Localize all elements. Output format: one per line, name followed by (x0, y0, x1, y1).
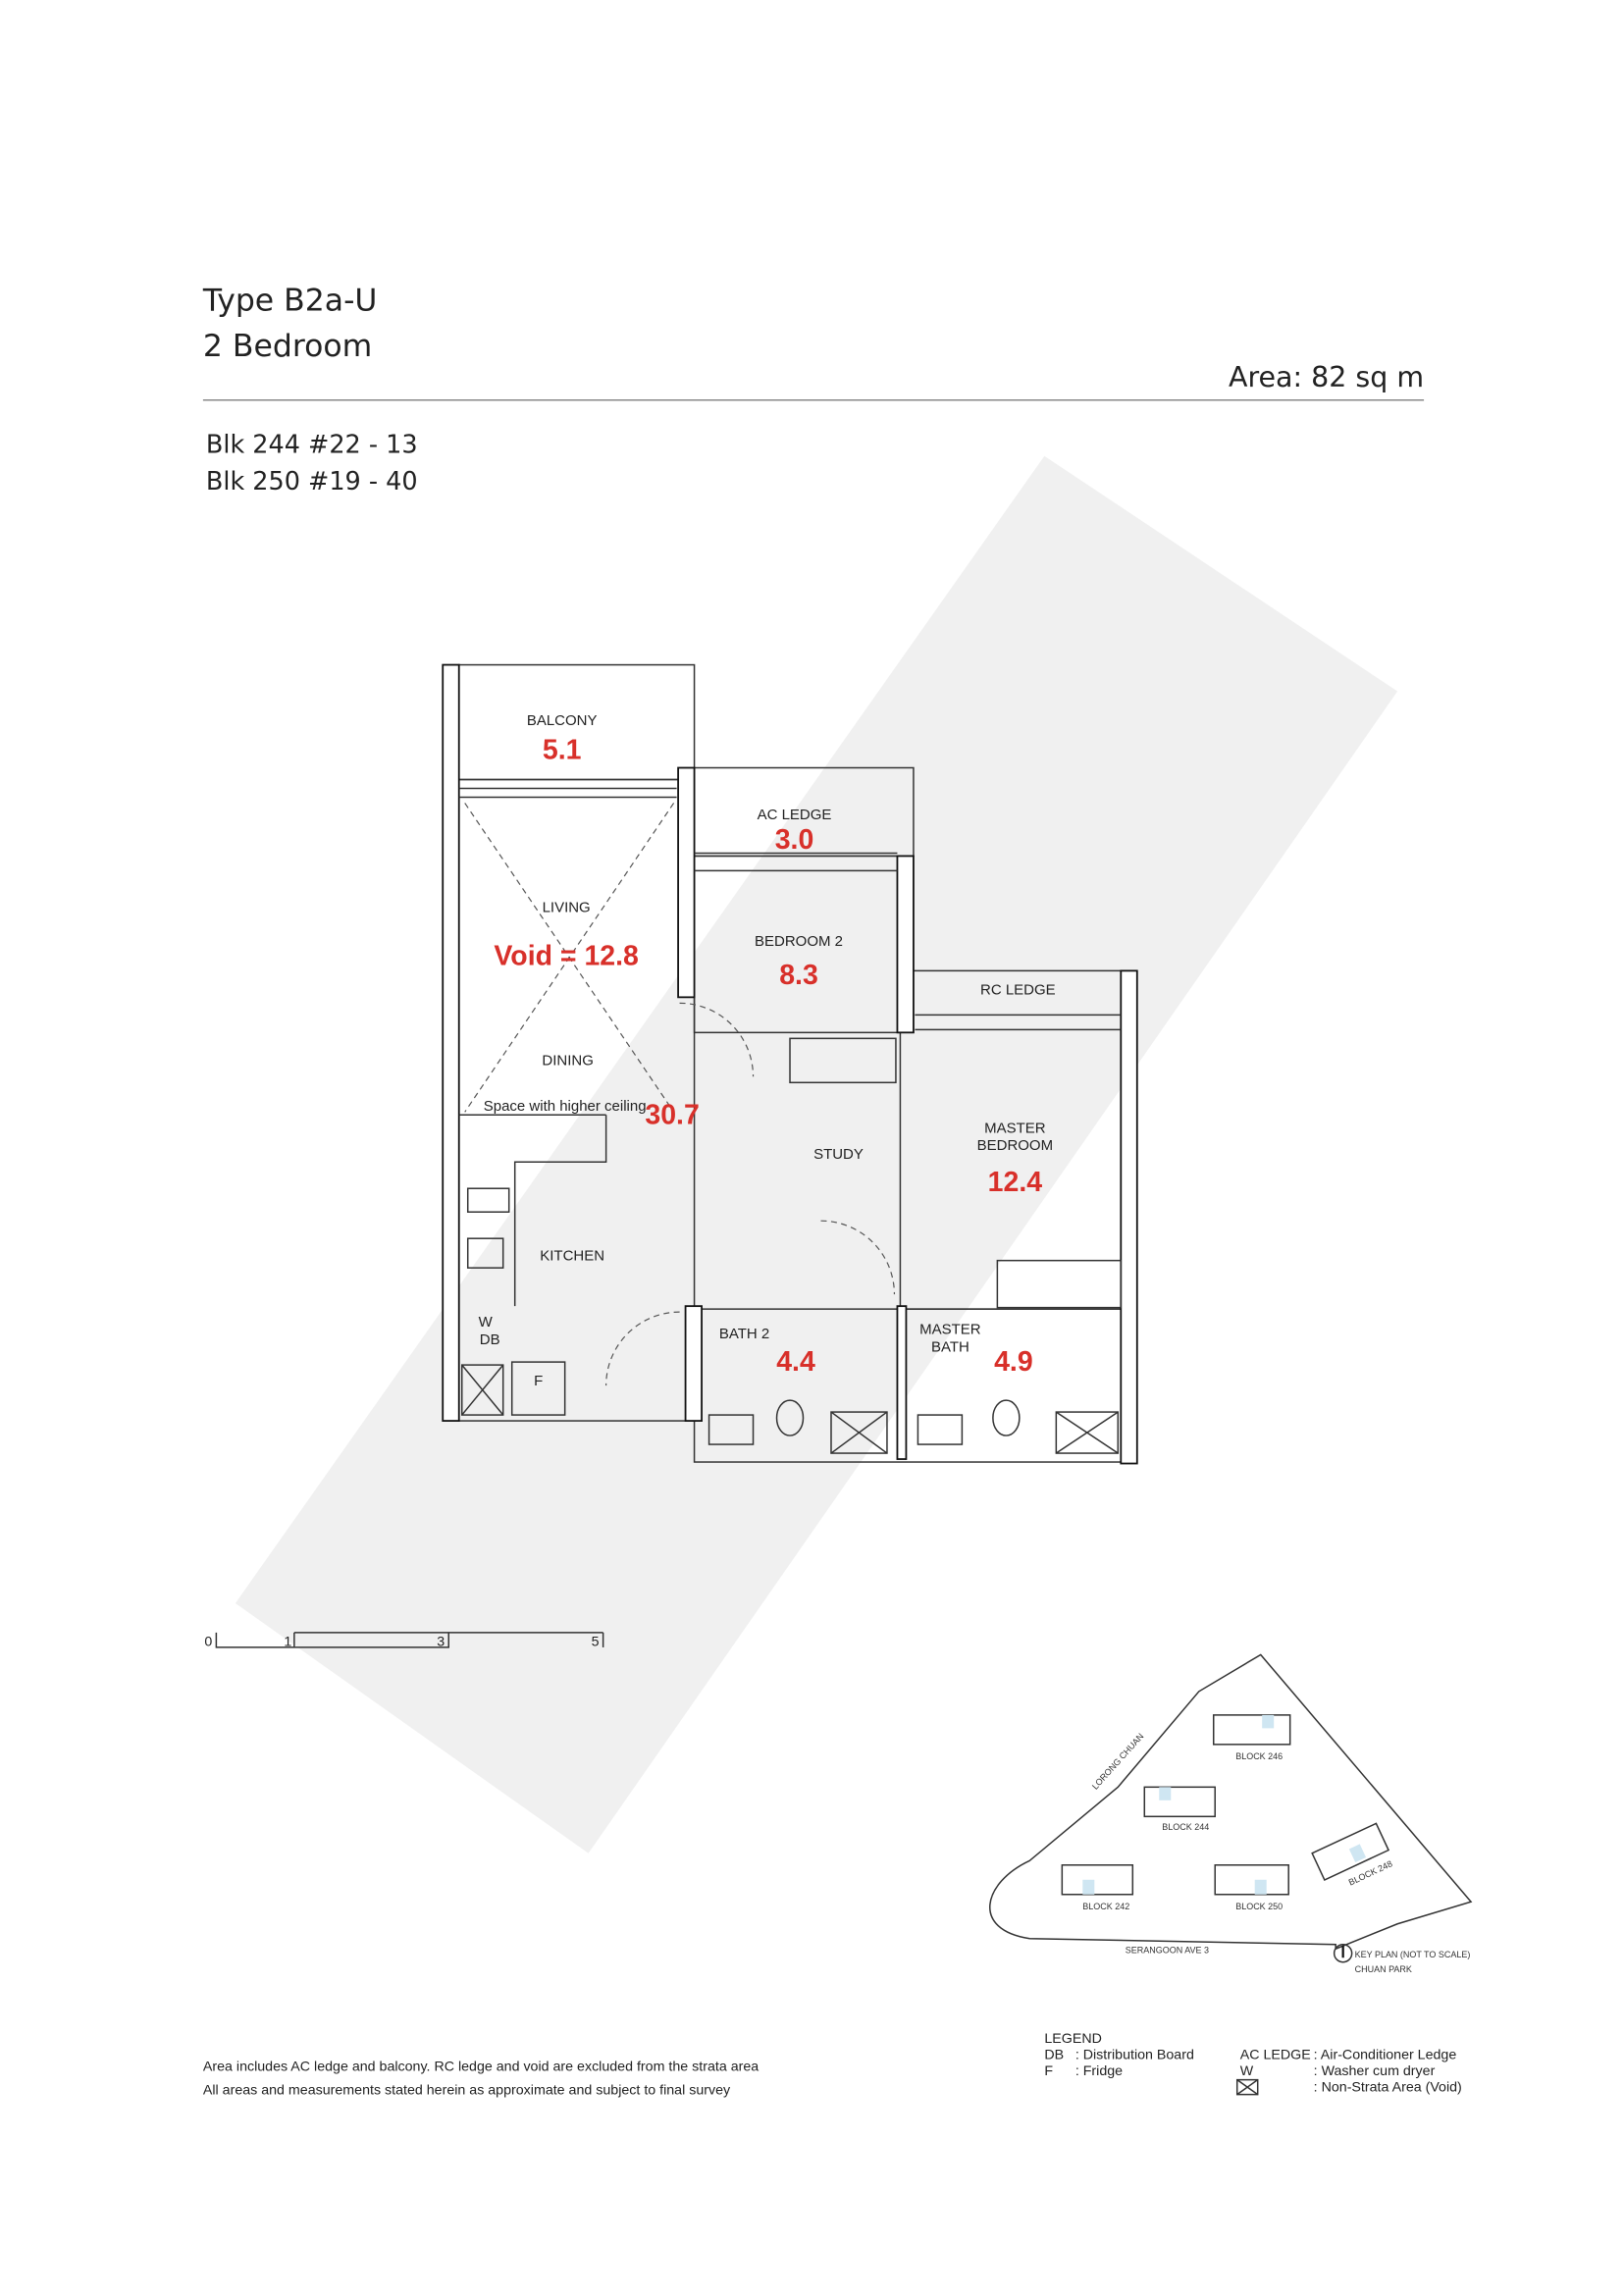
watermark (235, 455, 1398, 1853)
room-area-master-bedroom: 12.4 (988, 1167, 1043, 1198)
block-label: BLOCK 244 (1162, 1822, 1209, 1832)
block-label: BLOCK 246 (1235, 1751, 1283, 1761)
room-label-master-bath: MASTER (919, 1322, 981, 1338)
legend-key: AC LEDGE (1240, 2048, 1311, 2063)
key-plan-title: KEY PLAN (NOT TO SCALE) (1355, 1950, 1471, 1959)
room-area-living-dining: 30.7 (645, 1099, 699, 1130)
key-plan: LORONG CHUAN SERANGOON AVE 3 BLOCK 246 B… (989, 1653, 1473, 1974)
legend-key: W (1240, 2063, 1254, 2079)
room-area-bedroom-2: 8.3 (779, 960, 818, 991)
room-label-master-bedroom: BEDROOM (977, 1137, 1053, 1154)
unit-number: Blk 244 #22 - 13 (206, 431, 418, 460)
room-label-master-bath: BATH (931, 1339, 969, 1356)
scale-bar: 0 1 3 5 (204, 1632, 604, 1649)
room-label-dining: DINING (542, 1052, 593, 1069)
legend-desc: : Non-Strata Area (Void) (1314, 2080, 1462, 2096)
unit-type: Type B2a-U (202, 283, 378, 318)
scale-label: 3 (437, 1634, 445, 1649)
room-label-ac-ledge: AC LEDGE (758, 807, 832, 823)
note-approximate: All areas and measurements stated herein… (203, 2083, 731, 2099)
scale-label: 5 (592, 1634, 600, 1649)
legend-title: LEGEND (1044, 2031, 1102, 2047)
legend: LEGEND DB : Distribution Board F : Fridg… (1044, 2031, 1461, 2095)
room-area-ac-ledge: 3.0 (775, 824, 814, 856)
void-area: Void = 12.8 (494, 940, 638, 971)
room-label-rc-ledge: RC LEDGE (980, 981, 1056, 998)
unit-number: Blk 250 #19 - 40 (206, 467, 418, 496)
block-label: BLOCK 250 (1235, 1902, 1283, 1911)
room-label-kitchen: KITCHEN (540, 1248, 604, 1265)
washer-label: W (479, 1314, 494, 1331)
road-label: LORONG CHUAN (1090, 1731, 1146, 1791)
block-label: BLOCK 248 (1347, 1858, 1394, 1887)
bedroom-count: 2 Bedroom (203, 329, 372, 364)
room-label-living: LIVING (543, 899, 591, 915)
room-label-study: STUDY (813, 1146, 864, 1163)
non-strata-void-icon (1235, 2078, 1259, 2096)
legend-key: F (1044, 2063, 1053, 2079)
fridge-label: F (534, 1373, 543, 1389)
higher-ceiling-note: Space with higher ceiling (484, 1098, 647, 1115)
legend-desc: : Washer cum dryer (1314, 2063, 1436, 2079)
block-label: BLOCK 242 (1082, 1902, 1129, 1911)
legend-desc: : Air-Conditioner Ledge (1314, 2048, 1457, 2063)
floor-plan (442, 663, 1138, 1465)
room-area-balcony: 5.1 (543, 735, 582, 766)
room-area-bath-2: 4.4 (776, 1346, 815, 1378)
room-label-bath-2: BATH 2 (719, 1326, 769, 1342)
room-area-master-bath: 4.9 (994, 1346, 1033, 1378)
db-label: DB (480, 1331, 500, 1348)
room-label-balcony: BALCONY (527, 712, 598, 729)
legend-key: DB (1044, 2048, 1064, 2063)
room-label-bedroom-2: BEDROOM 2 (755, 933, 843, 950)
legend-desc: : Distribution Board (1075, 2048, 1194, 2063)
key-plan-estate: CHUAN PARK (1355, 1964, 1412, 1974)
room-label-master-bedroom: MASTER (984, 1120, 1046, 1136)
unit-area: Area: 82 sq m (1229, 361, 1424, 393)
scale-label: 0 (204, 1634, 212, 1649)
legend-desc: : Fridge (1075, 2063, 1123, 2079)
note-area-inclusion: Area includes AC ledge and balcony. RC l… (203, 2060, 759, 2075)
scale-label: 1 (284, 1634, 291, 1649)
road-label: SERANGOON AVE 3 (1126, 1946, 1209, 1956)
